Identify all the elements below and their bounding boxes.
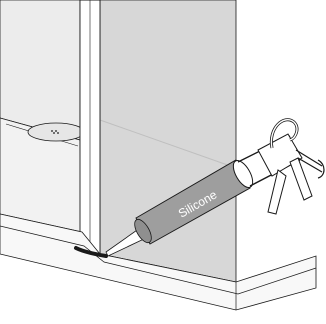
drain [28, 123, 84, 141]
back-wall [0, 0, 80, 140]
gun-trigger [268, 170, 286, 214]
glass-panel [100, 0, 236, 282]
gun-end-ring [318, 160, 324, 178]
